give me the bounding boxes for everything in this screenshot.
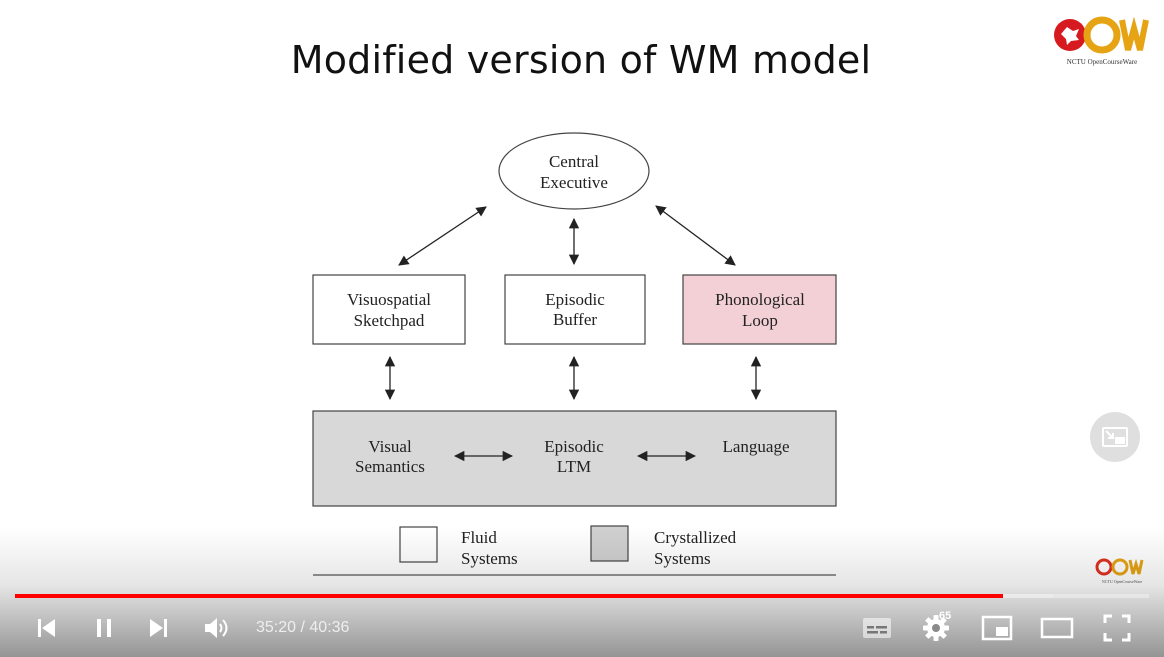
- legend-fluid-label-2: Systems: [461, 549, 518, 568]
- legend-crystallized-label-2: Systems: [654, 549, 711, 568]
- slide-title: Modified version of WM model: [290, 38, 872, 82]
- episodic-buffer-box: [504, 274, 646, 345]
- central-executive-label-1: Central: [549, 152, 599, 171]
- time-separator: /: [296, 619, 310, 636]
- ocw-watermark-text: NCTU OpenCourseWare: [1102, 579, 1142, 584]
- previous-icon: [38, 619, 55, 637]
- theater-icon: [1040, 617, 1074, 639]
- ocw-watermark-logo: NCTU OpenCourseWare: [1095, 558, 1144, 584]
- subtitles-icon: [863, 618, 891, 638]
- episodic-buffer-label-1: Episodic: [545, 290, 605, 309]
- legend-crystallized-label-1: Crystallized: [654, 528, 737, 547]
- player-controls: 35:20 / 40:36 65: [0, 602, 1164, 654]
- next-button[interactable]: [141, 612, 177, 644]
- pause-button[interactable]: [86, 612, 122, 644]
- fullscreen-icon: [1103, 614, 1131, 642]
- arrow-ce-phonological: [655, 205, 736, 266]
- exit-miniplayer-icon: [1102, 427, 1128, 447]
- phonological-label-2: Loop: [742, 311, 778, 330]
- legend-crystallized-swatch: [590, 525, 629, 562]
- language-label: Language: [722, 437, 789, 456]
- exit-miniplayer-button[interactable]: [1090, 412, 1140, 462]
- progress-played: [15, 594, 1003, 598]
- miniplayer-button[interactable]: [979, 612, 1015, 644]
- volume-button[interactable]: [199, 612, 235, 644]
- miniplayer-icon: [981, 615, 1013, 641]
- time-current: 35:20: [256, 619, 297, 636]
- next-icon: [150, 619, 167, 637]
- central-executive-label-2: Executive: [540, 173, 608, 192]
- long-term-memory-box: [312, 410, 837, 507]
- settings-badge: 65: [939, 610, 952, 622]
- episodic-buffer-label-2: Buffer: [553, 310, 597, 329]
- volume-icon: [205, 618, 228, 638]
- time-total: 40:36: [309, 619, 350, 636]
- episodic-ltm-label-1: Episodic: [544, 437, 604, 456]
- progress-bar[interactable]: [15, 594, 1149, 598]
- time-display: 35:20 / 40:36: [256, 619, 349, 637]
- visual-semantics-label-1: Visual: [368, 437, 412, 456]
- visual-semantics-label-2: Semantics: [355, 457, 425, 476]
- legend-fluid-swatch: [399, 526, 438, 563]
- visuospatial-box: [312, 274, 466, 345]
- gear-icon: [923, 615, 949, 641]
- visuospatial-label-1: Visuospatial: [347, 290, 431, 309]
- ocw-logo-text: NCTU OpenCourseWare: [1067, 58, 1137, 66]
- subtitles-button[interactable]: [859, 612, 895, 644]
- episodic-ltm-label-2: LTM: [557, 457, 591, 476]
- theater-mode-button[interactable]: [1039, 612, 1075, 644]
- legend-fluid-label-1: Fluid: [461, 528, 497, 547]
- central-executive-node: [498, 132, 650, 210]
- phonological-loop-box: [682, 274, 837, 345]
- previous-button[interactable]: [28, 612, 64, 644]
- settings-button[interactable]: 65: [918, 610, 954, 644]
- phonological-label-1: Phonological: [715, 290, 805, 309]
- visuospatial-label-2: Sketchpad: [354, 311, 425, 330]
- ocw-logo: NCTU OpenCourseWare: [1054, 16, 1149, 66]
- pause-icon: [97, 619, 111, 637]
- fullscreen-button[interactable]: [1099, 612, 1135, 644]
- arrow-ce-visuospatial: [398, 206, 487, 266]
